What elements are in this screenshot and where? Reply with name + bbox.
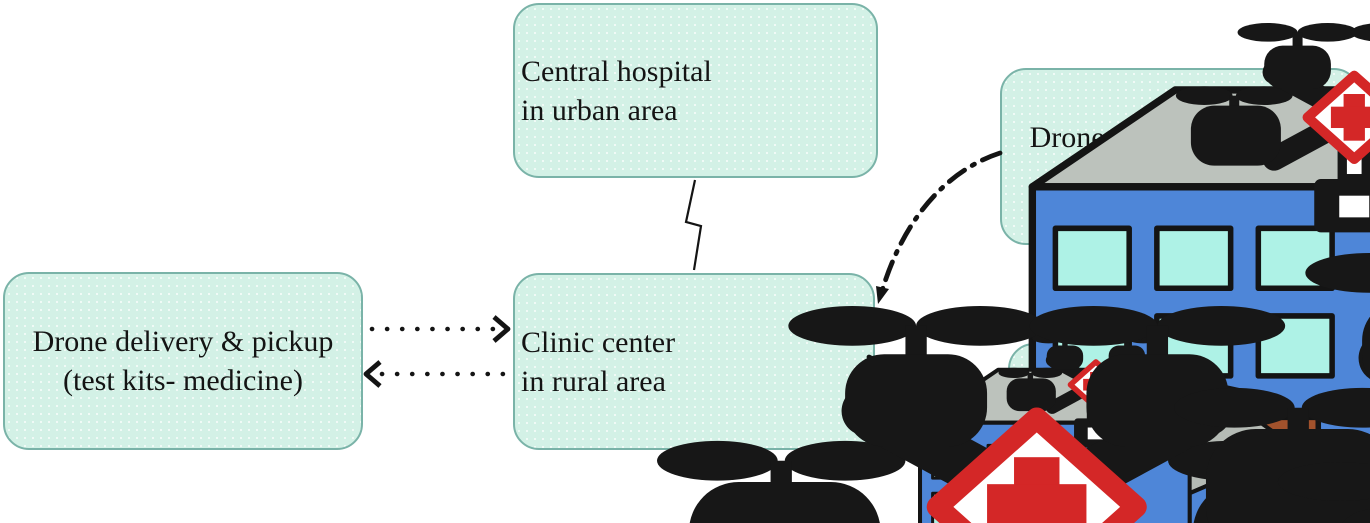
arrowhead-right [492, 315, 511, 343]
node-label: Drone delivery & pickup [32, 325, 334, 358]
dashdot-line-clinic-to-testkits [866, 354, 1004, 430]
node-label: Central hospital [521, 54, 712, 88]
node-drone-pickup-medicine-refilling: Drone delivery & pickup (medicine refill… [1000, 68, 1360, 245]
node-label: in urban area [521, 93, 678, 127]
node-label: (test kits) [1130, 434, 1243, 468]
node-clinic-center: Clinic center in rural area [513, 273, 875, 450]
dashdot-line-testkits-to-refill [1173, 249, 1188, 344]
node-central-hospital: Central hospital in urban area [513, 3, 878, 178]
arrowhead-down-left [876, 286, 889, 304]
arrowhead-up [1173, 249, 1188, 266]
node-label: Clinic center [521, 325, 676, 359]
dotted-arrow-to-clinic [369, 315, 511, 343]
node-drone-pickup-test-kits: Drone delivery & pickup (test kits) [1008, 343, 1365, 520]
node-drone-pickup-test-kits-medicine: Drone delivery & pickup (test kits- medi… [3, 272, 363, 450]
dotted-arrow-to-left-pickup [363, 360, 515, 388]
node-label: Drone delivery & pickup [1029, 120, 1331, 154]
lightning-link [684, 179, 703, 271]
arrowhead-down-right [986, 416, 1004, 430]
node-label: (test kits- medicine) [63, 364, 303, 397]
node-label: (medicine refilling) [1062, 159, 1298, 193]
node-label: in rural area [521, 364, 666, 398]
arrowhead-left [363, 360, 382, 388]
node-label: Drone delivery & pickup [1036, 395, 1337, 429]
dashdot-curve-refill-to-clinic [876, 150, 1003, 304]
